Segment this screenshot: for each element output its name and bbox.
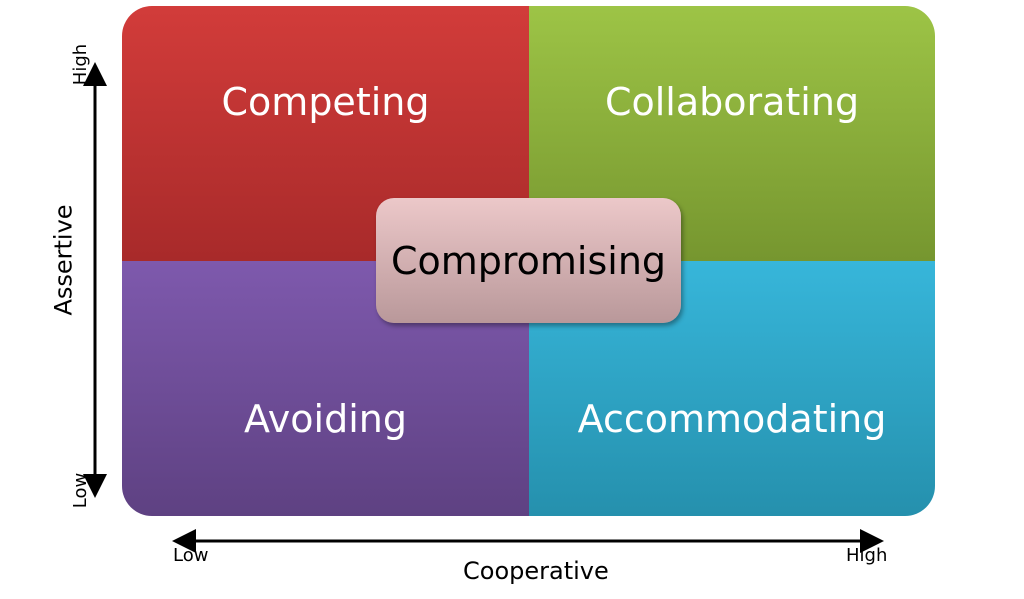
- compromising-box: Compromising: [376, 198, 681, 323]
- avoiding-label: Avoiding: [244, 397, 407, 441]
- collaborating-label: Collaborating: [604, 80, 860, 124]
- accommodating-label: Accommodating: [577, 397, 887, 441]
- quadrant-competing: Competing: [122, 6, 529, 261]
- x-axis-low: Low: [173, 545, 209, 566]
- y-axis-low: Low: [70, 472, 92, 509]
- y-axis-label: Assertive: [49, 204, 78, 316]
- x-axis-label: Cooperative: [463, 557, 609, 585]
- y-axis-high: High: [70, 43, 92, 86]
- x-axis-high: High: [846, 545, 888, 566]
- competing-label: Competing: [221, 80, 430, 124]
- quadrant-avoiding: Avoiding: [122, 261, 529, 516]
